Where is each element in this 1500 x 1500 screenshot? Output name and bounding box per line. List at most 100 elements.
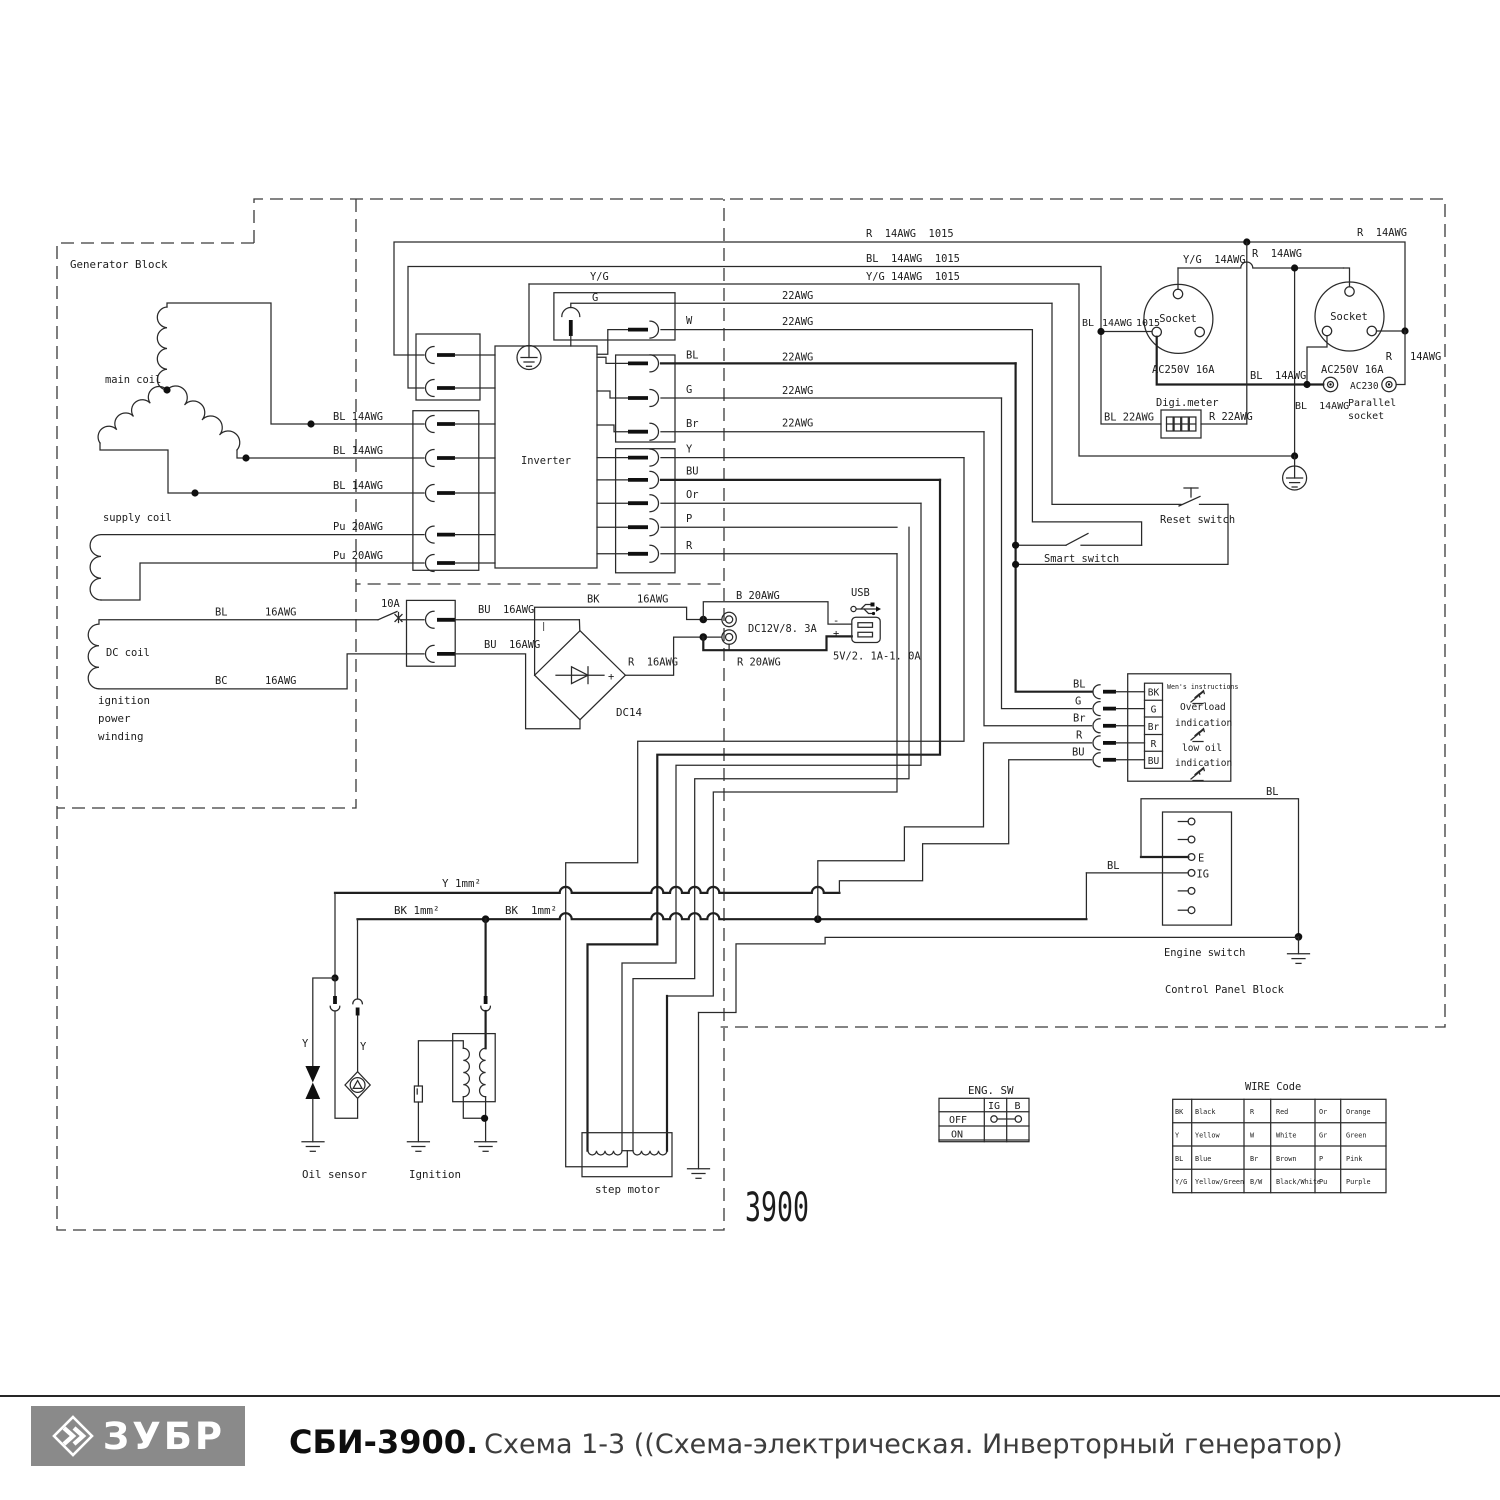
r20-label: R 20AWG [737, 657, 781, 669]
ind-pin-bu: BU [1148, 756, 1160, 767]
bl-top-label: BL [1266, 786, 1279, 798]
wc-cell: Green [1346, 1132, 1366, 1140]
wc-cell: Yellow/Green [1195, 1178, 1244, 1186]
inverter-label: Inverter [521, 455, 571, 467]
oil-sensor-label: Oil sensor [302, 1168, 368, 1181]
main-coil: main coil [97, 302, 425, 497]
g-label: G [592, 292, 598, 304]
awg22-label-5: 22AWG [782, 418, 813, 430]
zubr-logo: ЗУБР [31, 1406, 245, 1466]
ground-sparkplug [406, 1141, 431, 1152]
fuse-10a: 10A [377, 598, 581, 730]
inverter: Inverter [494, 283, 598, 569]
oil-sensor: Y Y Oil sensor [301, 892, 372, 1181]
row-label-g: G [686, 384, 692, 396]
inverter-input-connectors [412, 333, 496, 573]
usb-rating-label: 5V/2. 1A-1. 0A [833, 651, 921, 663]
wire-label-bl16: BL 16AWG [215, 607, 296, 619]
winding-label-1: ignition [98, 694, 150, 707]
yg14-label: Y/G 14AWG [1183, 254, 1246, 266]
y1mm-label: Y 1mm² [442, 877, 481, 890]
connector-row-bl [424, 378, 496, 398]
ind-indication2: indication [1175, 758, 1232, 769]
engine-switch-pins [1085, 817, 1196, 915]
r14-right-label-b: 14AWG [1410, 351, 1441, 363]
socket-1: Socket AC250V 16A [1143, 283, 1215, 376]
usb-icon [850, 602, 881, 616]
pin-e-label: E [1198, 853, 1204, 865]
socket2-label: Socket [1330, 311, 1368, 323]
yg1015-label: Y/G 14AWG 1015 [866, 271, 960, 283]
socket1-rating: AC250V 16A [1152, 364, 1215, 376]
dc-coil: DC coil ignition power winding [87, 619, 425, 743]
awg22-label-1: 22AWG [782, 290, 813, 302]
ind-wire-g: G [1075, 696, 1081, 708]
supply-coil-label: supply coil [103, 512, 172, 524]
ground-connector-box: G [553, 292, 1053, 347]
ind-lowoil: low oil [1182, 743, 1222, 754]
wc-cell: P [1319, 1155, 1323, 1163]
bl14-label-a: BL [1082, 318, 1094, 329]
ignition-label: Ignition [409, 1168, 461, 1181]
ind-wire-br: Br [1073, 713, 1086, 725]
eng-sw-col-ig: IG [988, 1101, 1000, 1112]
generator-block-label: Generator Block [70, 258, 168, 271]
inverter-output-connectors [596, 320, 1034, 574]
r22-label: R 22AWG [1209, 411, 1253, 423]
bu16-label-1: BU 16AWG [478, 604, 534, 616]
usb-port: USB 5V/2. 1A-1. 0A - + [833, 587, 921, 663]
smart-switch: Smart switch [1012, 532, 1143, 569]
wc-cell: Brown [1276, 1155, 1296, 1163]
wc-cell: Purple [1346, 1178, 1371, 1186]
r1015-label: R 14AWG 1015 [866, 228, 954, 240]
bl1015-label: BL 14AWG 1015 [866, 253, 960, 265]
digi-meter-label: Digi.meter [1156, 397, 1219, 409]
parallel-label-2: socket [1348, 411, 1384, 422]
ind-indication1: indication [1175, 718, 1232, 729]
eng-sw-title: ENG. SW [968, 1084, 1014, 1097]
wc-cell: W [1250, 1132, 1255, 1140]
footer-divider [0, 1395, 1500, 1397]
reset-switch-label: Reset switch [1160, 514, 1235, 526]
supply-coil: supply coil [89, 512, 425, 601]
wire-label-bl14-3: BL 14AWG [333, 480, 383, 492]
engine-switch-label: Engine switch [1164, 947, 1245, 959]
eng-sw-col-b: B [1015, 1101, 1021, 1112]
row-label-or: Or [686, 489, 699, 501]
bl-socket-wires: BL 14AWG 1015 BL 14AWG BL 14AWG [1082, 318, 1349, 412]
ignition: Ignition [406, 918, 498, 1181]
row-label-w: W [686, 315, 693, 327]
wc-cell: Blue [1195, 1155, 1211, 1163]
indication-block: BK G Br R BU Wen's instructions Overload… [1072, 673, 1238, 782]
engine-switch: E IG BL Engine switch [1085, 786, 1311, 965]
wc-cell: Br [1250, 1155, 1258, 1163]
socket1-label: Socket [1159, 313, 1197, 325]
dc12v-converter: DC12V/8. 3A B 20AWG R 20AWG [699, 590, 853, 669]
wc-cell: Orange [1346, 1108, 1371, 1116]
y-label-2: Y [360, 1041, 367, 1053]
bk1mm-label-1: BK 1mm² [394, 904, 440, 917]
wc-cell: B/W [1250, 1178, 1263, 1186]
yg-wires [1177, 261, 1351, 491]
wire-code-table: WIRE Code BK Black R Red Or Orange Y Yel… [1172, 1081, 1387, 1194]
usb-plus: + [833, 628, 839, 640]
rectifier-plus: + [608, 671, 614, 683]
step-motor-label: step motor [595, 1183, 661, 1196]
usb-label: USB [851, 587, 870, 599]
zubr-logo-text: ЗУБР [102, 1414, 226, 1458]
row-label-p: P [686, 513, 692, 525]
wc-cell: Y [1175, 1132, 1179, 1140]
wc-cell: Yellow [1195, 1132, 1220, 1140]
connector-row-pu2 [424, 553, 496, 573]
led-icon-3 [1190, 766, 1206, 782]
usb-minus: - [833, 615, 839, 627]
control-panel-label: Control Panel Block [1165, 984, 1285, 996]
inverter-ground-symbol [516, 344, 542, 371]
connector-row-bl2 [424, 448, 496, 468]
signal-routes [565, 302, 1182, 1168]
ind-pin-br: Br [1148, 722, 1160, 733]
zubr-logo-icon [52, 1415, 94, 1457]
wire-code-title: WIRE Code [1245, 1081, 1301, 1093]
awg22-label-4: 22AWG [782, 385, 813, 397]
